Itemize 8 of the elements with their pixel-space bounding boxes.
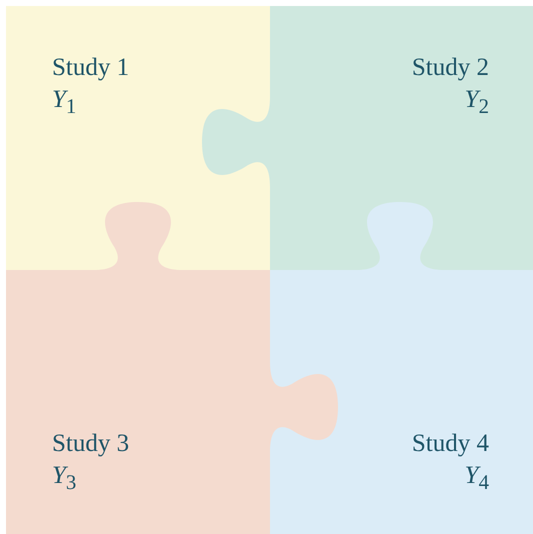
piece-title: Study 3 (52, 429, 130, 459)
piece-title: Study 1 (52, 53, 130, 83)
variable-label: Y$_{1}$ (52, 85, 76, 120)
variable-label: Y$_{2}$ (464, 85, 489, 120)
piece-title: Study 4 (412, 429, 489, 459)
variable-label: Y$_{3}$ (52, 461, 76, 496)
variable-label: Y$_{4}$ (464, 461, 489, 496)
piece-title: Study 2 (412, 53, 489, 83)
